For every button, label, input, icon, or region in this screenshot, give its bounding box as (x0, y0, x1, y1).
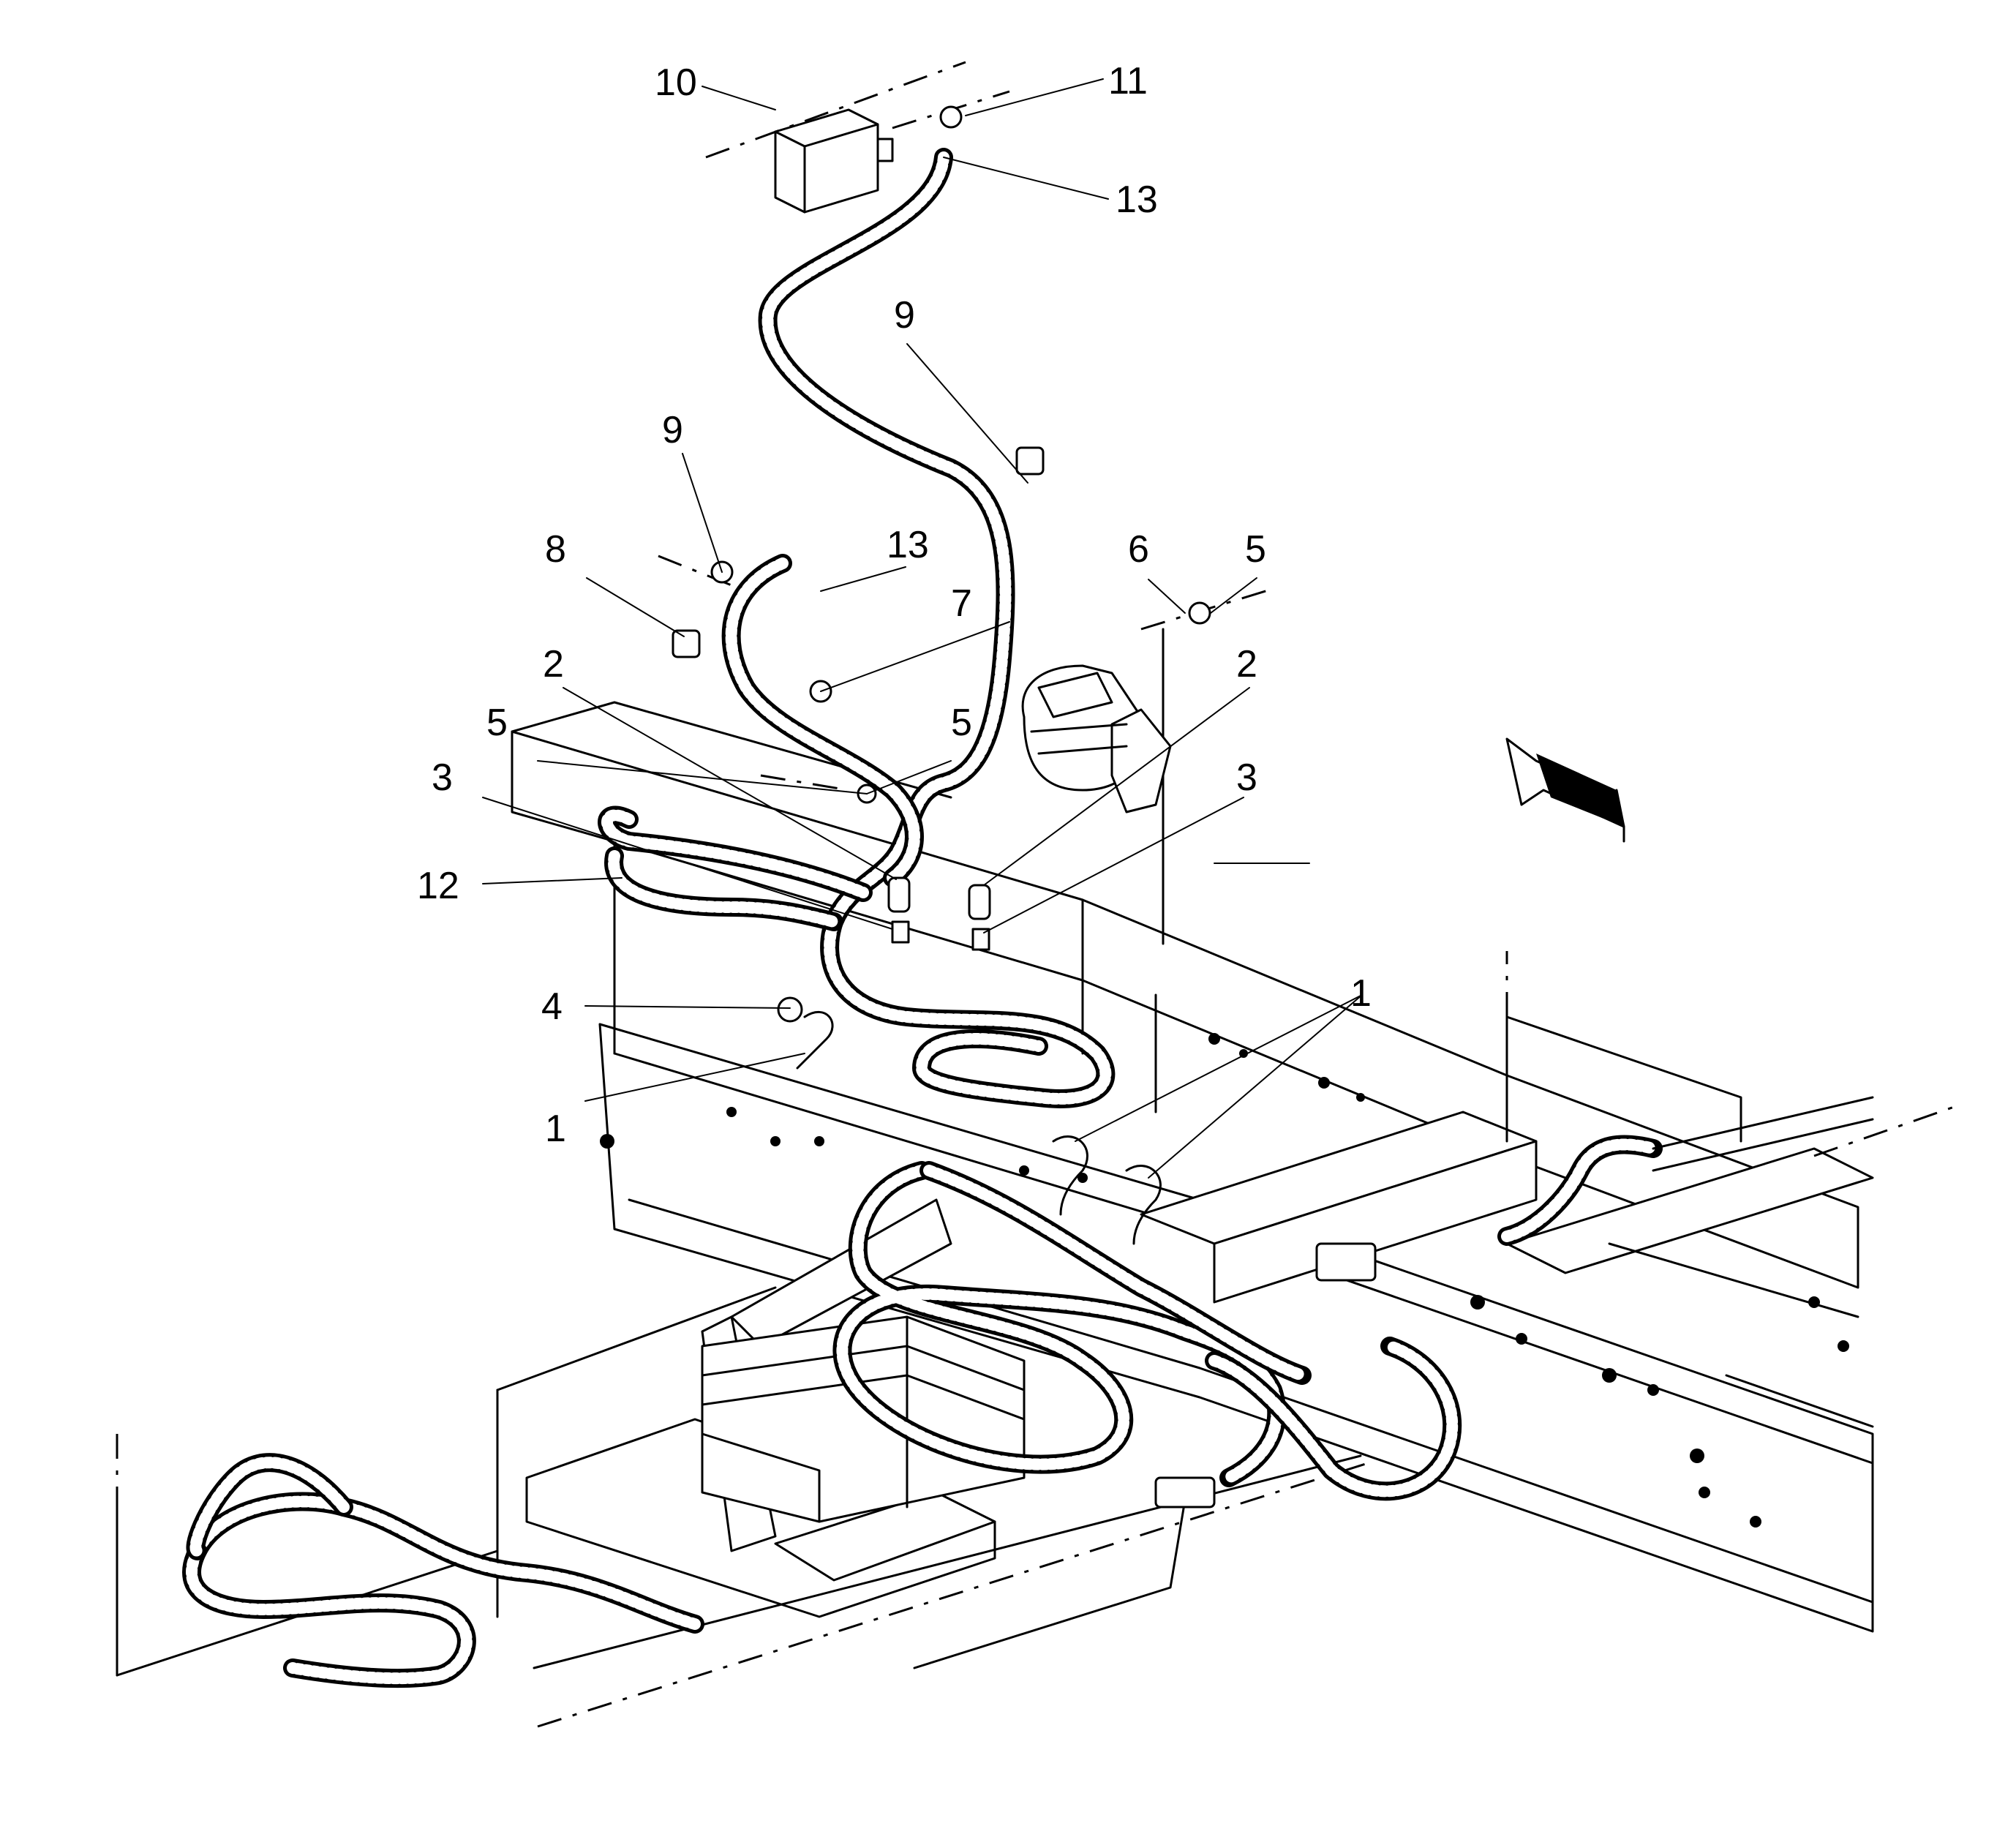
callout-1-left: 1 (545, 1108, 566, 1150)
callout-5-left: 5 (486, 702, 508, 744)
callout-1-right: 1 (1350, 972, 1372, 1015)
leader-lines (482, 78, 1363, 1179)
callout-labels: 10 11 13 9 9 13 8 7 6 5 2 2 5 5 3 3 12 4… (417, 60, 1372, 1150)
clips (672, 105, 1377, 1508)
callout-8: 8 (545, 528, 566, 571)
callout-7: 7 (951, 582, 972, 625)
callout-12: 12 (417, 865, 459, 907)
reference-dashed-lines (116, 61, 1961, 1728)
callout-6: 6 (1128, 528, 1149, 571)
callout-9-left: 9 (662, 409, 683, 451)
callout-3-left: 3 (432, 756, 453, 799)
battery-cable-harness (182, 148, 1874, 1688)
callout-11: 11 (1108, 60, 1148, 102)
callout-5-right: 5 (1245, 528, 1266, 571)
callout-5-mid: 5 (951, 702, 972, 744)
callout-2-right: 2 (1236, 643, 1257, 685)
callout-13-mid: 13 (887, 524, 929, 566)
callout-10: 10 (655, 61, 697, 104)
direction-arrow (1505, 737, 1625, 843)
terminal-stud (887, 876, 991, 951)
starter-motor (1021, 664, 1172, 814)
callout-2-left: 2 (543, 643, 564, 685)
callout-9-right: 9 (894, 294, 915, 337)
callout-4: 4 (541, 985, 563, 1028)
module-10 (774, 108, 894, 214)
callout-3-right: 3 (1236, 756, 1257, 799)
battery-tray-assembly (701, 1315, 1026, 1523)
callout-13-top: 13 (1116, 179, 1158, 221)
